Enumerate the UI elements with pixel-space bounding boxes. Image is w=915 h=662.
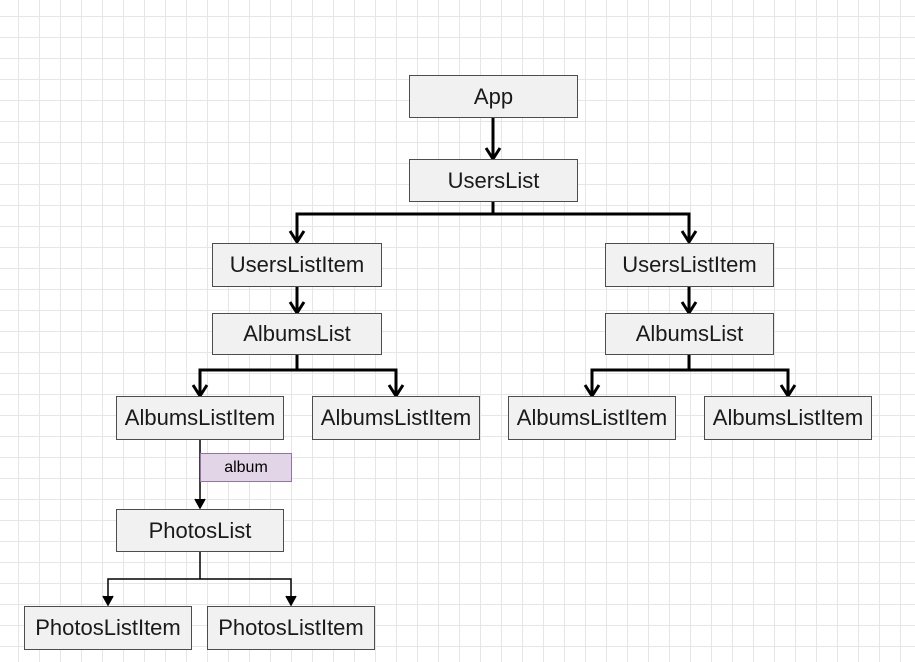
node-albumslist-right: AlbumsList	[605, 313, 774, 355]
prop-label-album: album	[200, 453, 292, 482]
node-userslist: UsersList	[409, 159, 578, 202]
node-photoslistitem-1: PhotosListItem	[24, 606, 192, 650]
node-albumslistitem-3: AlbumsListItem	[508, 396, 676, 440]
node-photoslist: PhotosList	[116, 509, 284, 552]
edge-photoslist-branch	[107, 552, 292, 604]
node-userslistitem-left: UsersListItem	[212, 243, 382, 287]
node-userslistitem-right: UsersListItem	[605, 243, 774, 287]
node-albumslistitem-2: AlbumsListItem	[312, 396, 480, 440]
node-albumslistitem-1: AlbumsListItem	[116, 396, 284, 440]
arrowhead-userslist-left	[288, 230, 306, 245]
node-albumslist-left: AlbumsList	[212, 313, 382, 355]
arrowhead-photoslist-2	[285, 595, 297, 607]
edge-albums-left-branch	[198, 355, 398, 394]
edge-albums-right-branch	[590, 355, 790, 394]
arrowhead-userslist-right	[680, 230, 698, 245]
node-app: App	[409, 75, 578, 118]
arrowhead-albumsitem-photoslist	[194, 498, 206, 510]
node-albumslistitem-4: AlbumsListItem	[704, 396, 872, 440]
edge-userslist-branch	[295, 202, 691, 240]
arrowhead-photoslist-1	[102, 595, 114, 607]
node-photoslistitem-2: PhotosListItem	[207, 606, 375, 650]
